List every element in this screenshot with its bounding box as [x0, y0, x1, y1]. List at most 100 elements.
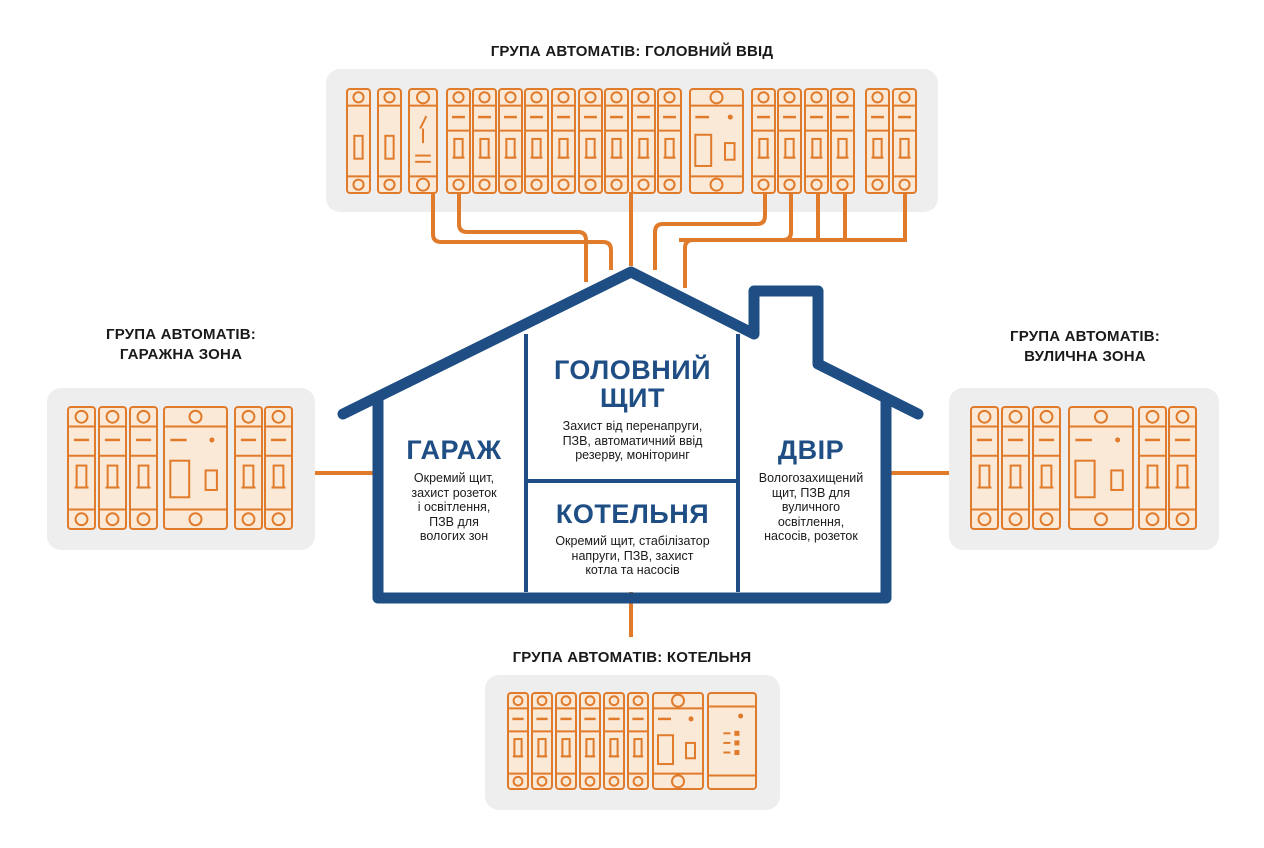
terminal — [783, 91, 796, 104]
garage-room-description-line: ПЗВ для — [429, 514, 479, 529]
terminal — [608, 695, 620, 707]
terminal — [1008, 512, 1023, 527]
yard-room-title: ДВІР — [742, 436, 880, 465]
main-panel-description-line: Захист від перенапруги, — [562, 419, 703, 433]
rcd-body — [163, 406, 228, 530]
terminal — [557, 91, 570, 104]
circuit-breaker — [777, 88, 802, 194]
circuit-breaker — [472, 88, 497, 194]
toggle-lever — [638, 137, 649, 159]
terminal — [584, 91, 597, 104]
circuit-breaker — [498, 88, 523, 194]
terminal — [898, 91, 911, 104]
boiler-room-description: Окремий щит, стабілізатор напруги, ПЗВ, … — [530, 534, 735, 578]
circuit-breaker — [892, 88, 917, 194]
terminal — [271, 512, 286, 527]
main-input-group-title: ГРУПА АВТОМАТІВ: ГОЛОВНИЙ ВВІД — [392, 42, 872, 62]
rcd-lever — [657, 734, 674, 766]
status-led — [734, 750, 740, 756]
terminal — [637, 91, 650, 104]
toggle-lever — [479, 137, 490, 159]
terminal — [810, 91, 823, 104]
terminal — [1175, 409, 1190, 424]
terminal — [671, 693, 685, 708]
circuit-breaker — [98, 406, 127, 530]
toggle-lever — [106, 464, 119, 489]
terminal — [610, 91, 623, 104]
yard-room-description-line: освітлення, — [777, 514, 845, 529]
yard-room-description-line: вуличного — [781, 500, 841, 514]
surge-protector-body — [707, 692, 757, 790]
boiler-room-title: КОТЕЛЬНЯ — [530, 499, 735, 529]
toggle-lever — [978, 464, 991, 489]
main-panel-description-line: резерву, моніторинг — [575, 448, 690, 462]
main-panel-description: Захист від перенапруги, ПЗВ, автоматични… — [530, 419, 735, 463]
terminal — [584, 695, 596, 707]
circuit-breaker — [1001, 406, 1030, 530]
terminal — [560, 775, 572, 787]
toggle-lever — [537, 738, 547, 758]
connection-wires — [315, 192, 949, 637]
toggle-lever — [453, 137, 464, 159]
toggle-lever — [784, 137, 795, 159]
wire — [431, 192, 613, 270]
garage-group-title-line1: ГРУПА АВТОМАТІВ: — [106, 326, 256, 343]
main-panel-title-line2: ЩИТ — [600, 383, 665, 414]
toggle-lever — [353, 134, 364, 160]
garage-room-description-line: і освітлення, — [417, 500, 491, 514]
yard-room-description-line: щит, ПЗВ для — [771, 485, 851, 500]
circuit-breaker — [579, 692, 601, 790]
circuit-breaker — [751, 88, 776, 194]
circuit-breaker — [604, 88, 629, 194]
circuit-breaker — [531, 692, 553, 790]
terminal — [530, 178, 543, 191]
terminal — [74, 512, 89, 527]
terminal — [783, 178, 796, 191]
rcd-device — [652, 692, 704, 790]
toggle-lever — [872, 137, 883, 159]
terminal — [709, 90, 724, 105]
circuit-breaker — [551, 88, 576, 194]
toggle-lever — [505, 137, 516, 159]
toggle-lever — [664, 137, 675, 159]
terminal — [512, 695, 524, 707]
circuit-breaker — [657, 88, 682, 194]
terminal — [105, 512, 120, 527]
toggle-lever — [585, 137, 596, 159]
circuit-breaker — [555, 692, 577, 790]
toggle-lever — [242, 464, 255, 489]
terminal — [478, 91, 491, 104]
rcd-lever — [169, 459, 191, 499]
toggle-lever — [1040, 464, 1053, 489]
terminal — [452, 178, 465, 191]
garage-room-description-line: вологих зон — [419, 529, 489, 543]
test-button — [723, 142, 736, 161]
boiler-group-title-text: ГРУПА АВТОМАТІВ: КОТЕЛЬНЯ — [512, 649, 752, 666]
terminal — [898, 178, 911, 191]
terminal — [383, 178, 396, 191]
breaker-modules — [67, 88, 1197, 790]
terminal — [536, 775, 548, 787]
toggle-lever — [272, 464, 285, 489]
terminal — [1094, 512, 1108, 527]
boiler-group-title: ГРУПА АВТОМАТІВ: КОТЕЛЬНЯ — [432, 648, 832, 668]
toggle-lever — [1009, 464, 1022, 489]
circuit-breaker — [603, 692, 625, 790]
garage-group-title: ГРУПА АВТОМАТІВ: ГАРАЖНА ЗОНА — [46, 325, 316, 365]
toggle-lever — [561, 738, 571, 758]
terminal — [512, 775, 524, 787]
garage-room-description-line: захист розеток — [411, 485, 497, 500]
terminal — [352, 178, 365, 191]
terminal — [610, 178, 623, 191]
circuit-breaker — [524, 88, 549, 194]
street-group-title-line1: ГРУПА АВТОМАТІВ: — [1010, 328, 1160, 345]
street-group-title-line2: ВУЛИЧНА ЗОНА — [1024, 348, 1146, 365]
indicator — [727, 114, 733, 120]
terminal — [836, 91, 849, 104]
circuit-breaker — [507, 692, 529, 790]
boiler-room-title-text: КОТЕЛЬНЯ — [555, 499, 710, 529]
toggle-lever — [1176, 464, 1189, 489]
rcd-device — [689, 88, 744, 194]
toggle-lever — [899, 137, 910, 159]
toggle-lever — [811, 137, 822, 159]
